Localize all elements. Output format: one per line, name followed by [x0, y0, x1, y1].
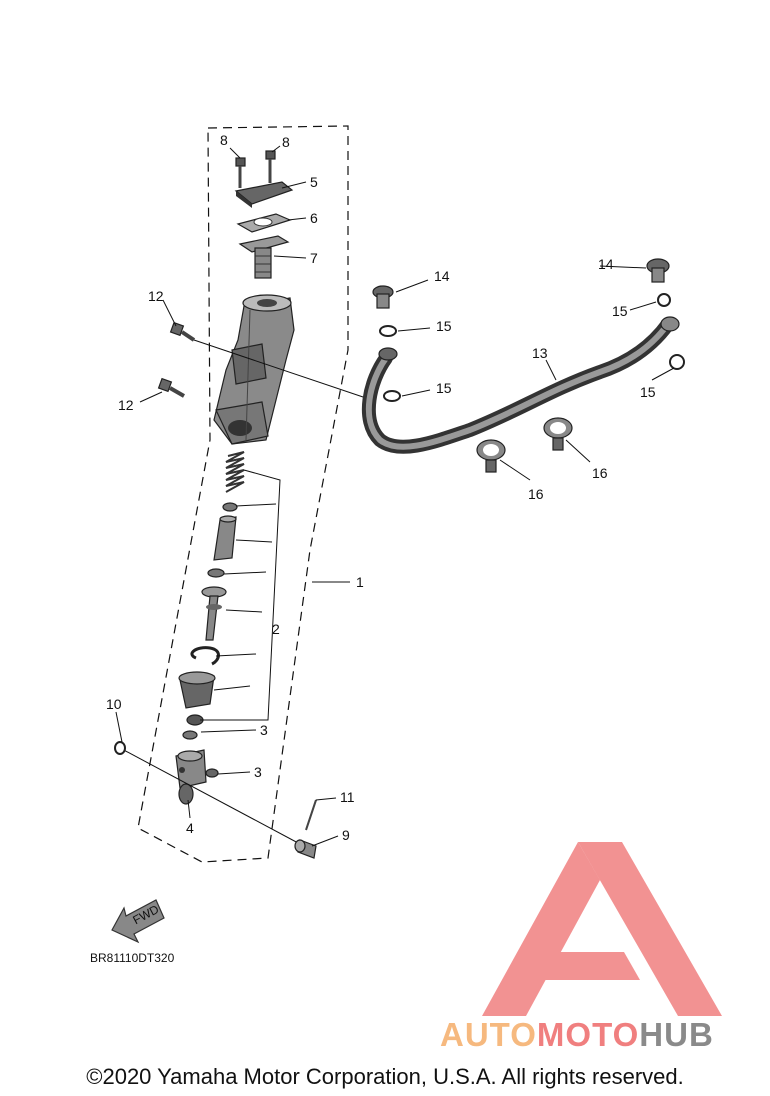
brake-hose-13 [361, 317, 675, 454]
bolt-12-upper [169, 321, 196, 342]
callout-14-left: 14 [434, 268, 450, 284]
callout-8-right: 8 [282, 134, 290, 150]
leader-lines [115, 145, 675, 847]
pin-axis-line [119, 747, 301, 845]
fwd-arrow-icon: FWD [111, 899, 165, 944]
callout-6: 6 [310, 210, 318, 226]
plate-6 [236, 213, 292, 233]
copyright-notice: ©2020 Yamaha Motor Corporation, U.S.A. A… [86, 1064, 684, 1089]
callout-1: 1 [356, 574, 364, 590]
nut-3-lower [205, 768, 219, 778]
union-bolt-14-right [646, 258, 670, 283]
watermark-part-auto: AUTO [440, 1016, 537, 1053]
boot [178, 671, 216, 709]
bolt-8-right [265, 150, 276, 183]
callout-12-lower: 12 [118, 397, 134, 413]
callout-12-upper: 12 [148, 288, 164, 304]
master-cylinder-body [213, 294, 295, 445]
bolt-axis-line [193, 339, 367, 399]
callout-5: 5 [310, 174, 318, 190]
cup-seal-1 [222, 502, 238, 512]
callout-10: 10 [106, 696, 122, 712]
callout-15-c: 15 [436, 380, 452, 396]
washer-15-c [657, 293, 671, 307]
union-bolt-14-left [372, 285, 394, 309]
callout-3-upper: 3 [260, 722, 268, 738]
bolt-12-lower [157, 377, 185, 398]
diagram-code: BR81110DT320 [90, 951, 175, 965]
callout-11: 11 [340, 789, 355, 805]
circlip [190, 646, 220, 666]
kit-leader-bracket [200, 469, 281, 721]
callout-9: 9 [342, 827, 350, 843]
spring [225, 451, 245, 493]
clamp-16-right [543, 417, 573, 451]
washer-15-a [379, 325, 397, 337]
callout-15-a: 15 [436, 318, 452, 334]
watermark-text: AUTOMOTOHUB [440, 1016, 714, 1053]
callout-16-left: 16 [528, 486, 544, 502]
callout-4: 4 [186, 820, 194, 836]
assembly-boundary [137, 125, 349, 863]
hose-fitting-right [660, 316, 680, 332]
callout-8-left: 8 [220, 132, 228, 148]
watermark-part-moto: MOTO [537, 1016, 639, 1053]
watermark-part-hub: HUB [639, 1016, 714, 1053]
callout-15-d: 15 [640, 384, 656, 400]
callout-7: 7 [310, 250, 318, 266]
callout-14-right: 14 [598, 256, 614, 272]
callout-2: 2 [272, 621, 280, 637]
washer-15-b [383, 390, 401, 402]
clevis-4 [175, 749, 207, 805]
washer-10 [114, 741, 126, 755]
piston [213, 515, 237, 561]
cap-5 [234, 181, 294, 208]
push-rod [201, 586, 227, 641]
clamp-16-left [476, 439, 506, 473]
callout-13: 13 [532, 345, 548, 361]
nut-3-upper [182, 730, 198, 740]
pin-9 [294, 839, 317, 859]
bolt-8-left [235, 157, 246, 188]
callout-16-right: 16 [592, 465, 608, 481]
cup-seal-2 [207, 568, 225, 578]
hose-fitting-left [378, 347, 398, 361]
callout-3-lower: 3 [254, 764, 262, 780]
automotohub-logo-icon [482, 842, 722, 1016]
callout-15-b: 15 [612, 303, 628, 319]
washer-15-d [669, 354, 685, 370]
diaphragm-7 [238, 235, 290, 279]
cotter-pin-11 [305, 799, 317, 831]
